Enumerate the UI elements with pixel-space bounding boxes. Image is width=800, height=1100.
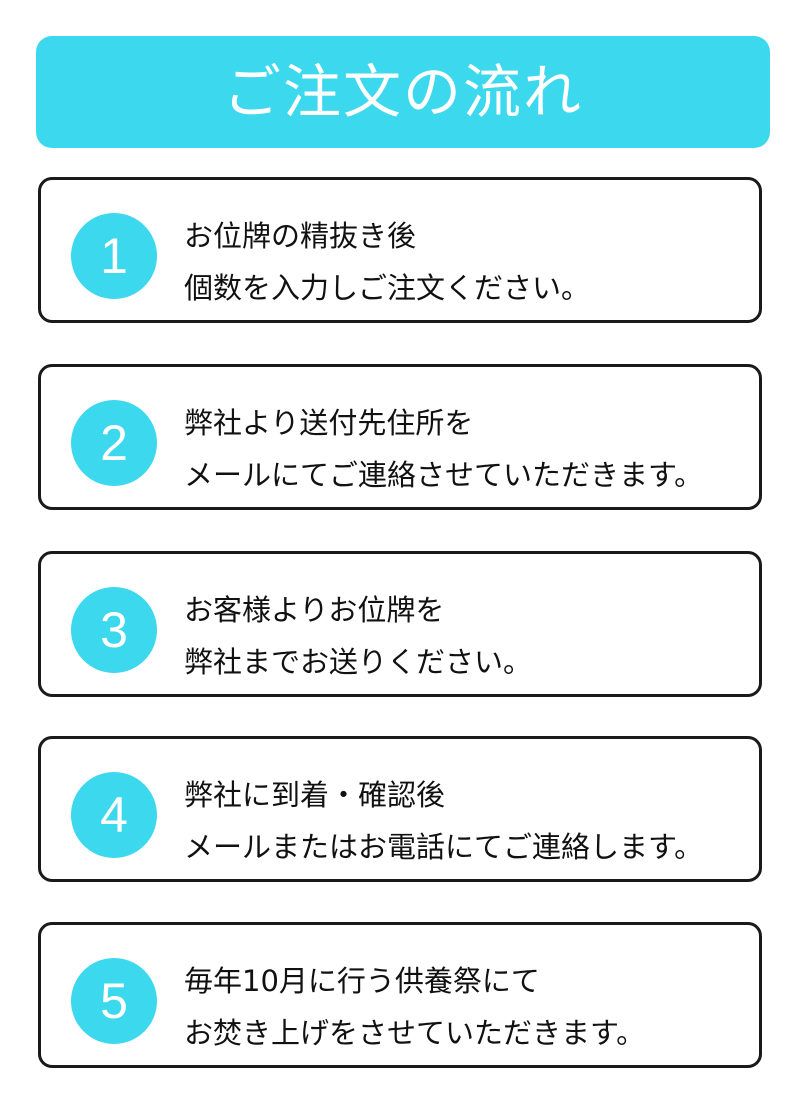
step-card-1: 1 お位牌の精抜き後 個数を入力しご注文ください。 [38,177,762,323]
step-line-1: お位牌の精抜き後 [184,219,417,253]
step-number: 1 [100,228,128,284]
step-description: お位牌の精抜き後 個数を入力しご注文ください。 [184,210,753,314]
step-line-1: 弊社より送付先住所を [184,406,474,440]
step-number-badge: 4 [71,772,157,858]
step-description: 毎年10月に行う供養祭にて お焚き上げをさせていただきます。 [184,955,753,1059]
step-line-2: 個数を入力しご注文ください。 [184,271,591,305]
step-number: 5 [100,973,128,1029]
step-line-2: メールにてご連絡させていただきます。 [184,458,704,492]
step-number: 3 [100,602,128,658]
step-number: 4 [100,787,128,843]
step-number-badge: 3 [71,587,157,673]
step-card-3: 3 お客様よりお位牌を 弊社までお送りください。 [38,551,762,697]
step-line-2: 弊社までお送りください。 [184,645,533,679]
step-description: 弊社より送付先住所を メールにてご連絡させていただきます。 [184,397,753,501]
step-line-1: 毎年10月に行う供養祭にて [184,964,540,998]
step-card-4: 4 弊社に到着・確認後 メールまたはお電話にてご連絡します。 [38,736,762,882]
step-description: お客様よりお位牌を 弊社までお送りください。 [184,584,753,688]
page-title: ご注文の流れ [222,58,583,126]
step-line-1: 弊社に到着・確認後 [184,778,446,812]
page-header-banner: ご注文の流れ [36,36,770,148]
step-number-badge: 1 [71,213,157,299]
step-number-badge: 2 [71,400,157,486]
step-number-badge: 5 [71,958,157,1044]
step-card-5: 5 毎年10月に行う供養祭にて お焚き上げをさせていただきます。 [38,922,762,1068]
step-card-2: 2 弊社より送付先住所を メールにてご連絡させていただきます。 [38,364,762,510]
step-description: 弊社に到着・確認後 メールまたはお電話にてご連絡します。 [184,769,753,873]
step-line-2: お焚き上げをさせていただきます。 [184,1016,646,1050]
step-line-1: お客様よりお位牌を [184,593,445,627]
step-number: 2 [100,415,128,471]
step-line-2: メールまたはお電話にてご連絡します。 [184,830,704,864]
